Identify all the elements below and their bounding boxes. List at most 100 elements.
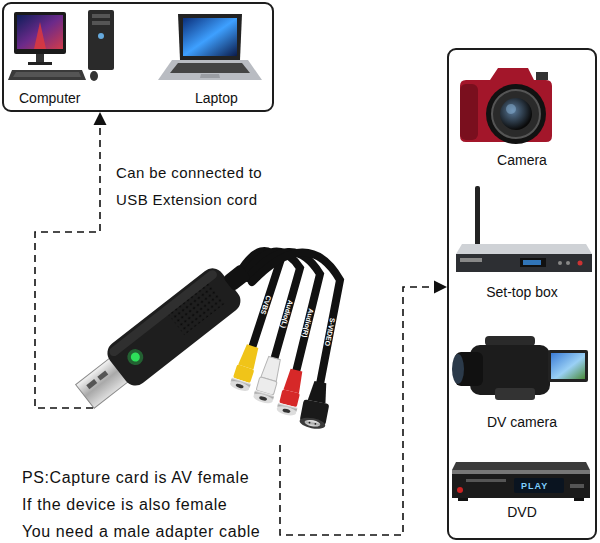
lens-glint (506, 104, 516, 114)
camera (460, 68, 552, 144)
dvd-display (514, 478, 564, 493)
monitor-frame (14, 12, 66, 54)
device-label: Laptop (195, 90, 238, 107)
strain-relief (223, 264, 251, 292)
antenna (475, 186, 480, 250)
connector-line (35, 122, 100, 408)
power-button (578, 261, 583, 266)
plug-ring (304, 419, 321, 428)
device-label: DV camera (449, 414, 595, 431)
keyboard-keys (13, 72, 81, 77)
edge-label: Can be connected to USB Extension cord (116, 159, 281, 213)
capture-card: CVBSAudio(L)Audio(R)S-VIDEO (93, 225, 345, 445)
plug-hole (282, 408, 291, 413)
dvd-trim (452, 470, 590, 474)
usb-slot (97, 370, 108, 380)
box-top (456, 244, 592, 254)
monitor-screen (17, 15, 63, 49)
plug-pin (308, 422, 310, 424)
mouse (90, 71, 98, 81)
disc-tray (466, 479, 506, 482)
device-label: Camera (449, 152, 595, 169)
plug-boot (238, 344, 260, 370)
lcd-panel (548, 350, 588, 382)
power-light (98, 33, 104, 39)
status-led (129, 351, 142, 364)
desktop-computer (8, 10, 114, 81)
set-top-box (456, 186, 592, 272)
cable-label: Audio(L) (280, 299, 295, 329)
drive-bay (92, 14, 110, 18)
device-group-box: Computer Laptop (2, 2, 274, 112)
hand-strap (495, 388, 535, 400)
drive-bay (92, 21, 110, 25)
plug-hole (259, 396, 268, 402)
lens-barrel (486, 84, 546, 144)
dvd-player (452, 462, 590, 501)
display-glow (523, 260, 541, 265)
plug-boot (308, 380, 329, 403)
usb-slot (86, 379, 97, 389)
monitor-stand (36, 54, 44, 62)
device-label: Computer (19, 90, 80, 107)
card-body (103, 264, 246, 391)
device-group-box: CameraSet-top box DV cameraDVD (447, 48, 597, 540)
laptop-screen (183, 18, 237, 56)
plug-hole (235, 383, 244, 389)
plug-face (276, 405, 297, 418)
plug-face (229, 379, 250, 393)
dashed-connector (280, 281, 447, 536)
rca-plug (252, 355, 284, 405)
cable-label: CVBS (260, 295, 273, 316)
usb-capture-card (70, 251, 262, 416)
plug-face (252, 392, 273, 405)
keyboard (8, 70, 86, 80)
box-front (456, 254, 592, 272)
lens-glass (500, 98, 532, 130)
note-text: You need a male adapter cable (22, 523, 260, 541)
note-text: If the device is also female (22, 496, 227, 514)
laptop-keyboard (170, 63, 250, 73)
camera-grip (460, 84, 478, 140)
cable-label: S-VIDEO (324, 317, 336, 347)
power-button (457, 487, 463, 493)
connector-line (280, 287, 437, 535)
display-text: PLAY (521, 481, 548, 491)
rca-plug (276, 368, 306, 417)
lcd-screen (551, 353, 585, 379)
cables (240, 251, 340, 384)
dvd-front (452, 470, 590, 498)
box-display (520, 258, 546, 267)
monitor-base (28, 62, 52, 65)
plug-face (299, 416, 326, 431)
device-label: Set-top box (449, 284, 595, 301)
dvd-foot (458, 498, 468, 501)
vent-grille (168, 283, 225, 336)
lens-ring (492, 90, 540, 138)
svideo-cable (252, 252, 340, 384)
laptop (158, 14, 262, 80)
dvd-top (452, 462, 590, 470)
dvd-foot (574, 498, 584, 501)
device-label: DVD (449, 504, 595, 521)
svideo-plug (299, 380, 333, 431)
mode-dial (536, 72, 548, 80)
note-text: PS:Capture card is AV female (22, 469, 249, 487)
laptop-base (158, 60, 262, 80)
touchpad (200, 74, 220, 78)
dv-camera (452, 336, 588, 400)
pc-tower (88, 10, 114, 70)
led-glow (124, 346, 146, 368)
camcorder-handle (485, 336, 535, 346)
screen-figure (34, 22, 46, 49)
lens-glass (452, 354, 464, 384)
laptop-lid (178, 14, 242, 60)
box-button (558, 261, 562, 265)
brand-strip (460, 258, 482, 262)
box-button (566, 261, 570, 265)
arrow-head (434, 281, 447, 294)
arrow-head (94, 112, 107, 125)
